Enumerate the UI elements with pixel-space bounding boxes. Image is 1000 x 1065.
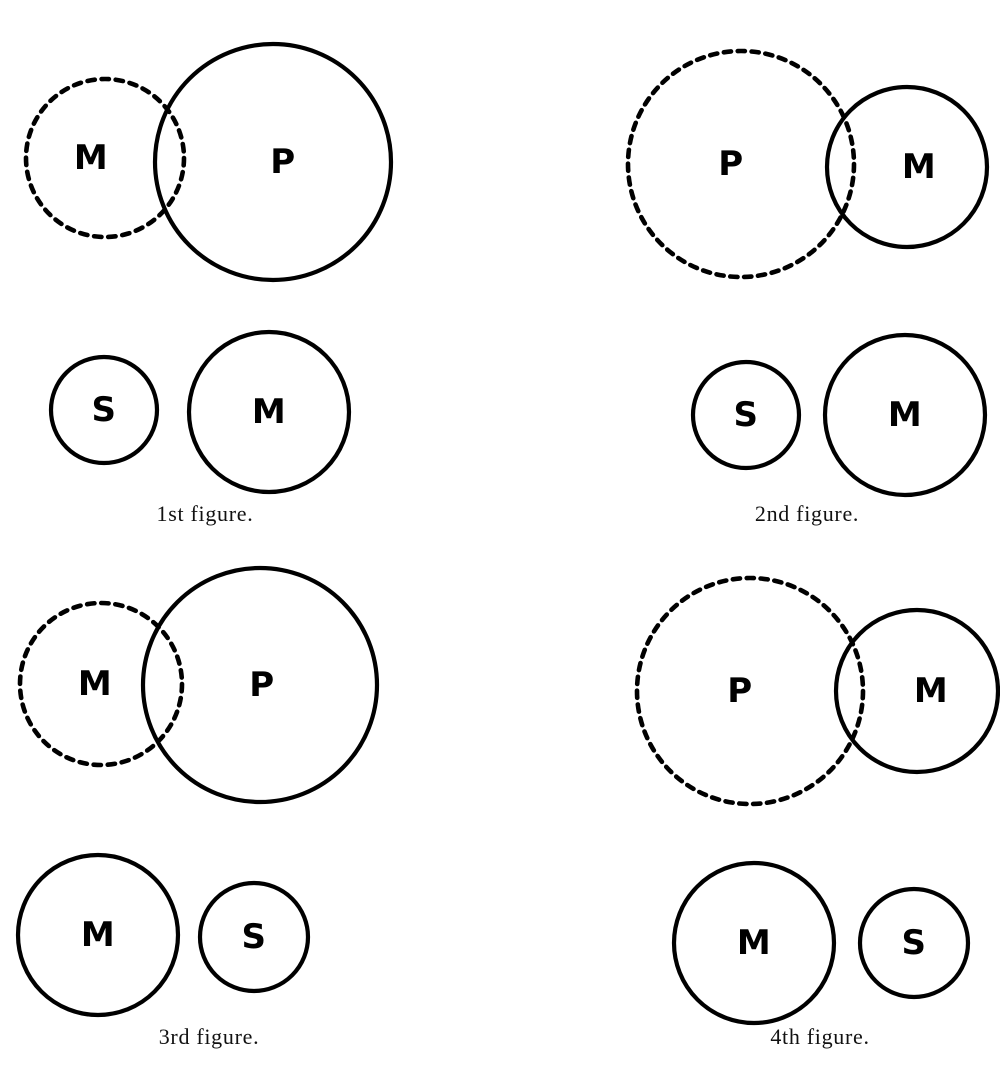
figure-3-caption: 3rd figure.: [158, 1024, 260, 1049]
figure-2-premise-label-middle-term: M: [902, 147, 936, 187]
figure-3-premise-label-middle-term: M: [78, 664, 112, 704]
figure-2-premise-row: P M: [625, 48, 990, 280]
figure-2-premise-circle-predicate[interactable]: [625, 48, 857, 280]
figure-4-conclusion-label-subject: S: [902, 923, 927, 963]
figure-1-premise-circle-predicate[interactable]: [152, 41, 394, 283]
figure-1-conclusion-circle-subject[interactable]: [48, 354, 160, 466]
figure-4-premise-row: P M: [634, 575, 1000, 807]
figure-2-premise-label-predicate: P: [718, 144, 743, 184]
figure-1-premise-row: M P: [23, 41, 394, 283]
figure-2-conclusion-label-middle-term: M: [888, 395, 922, 435]
figure-3-conclusion-circle-middle-term[interactable]: [15, 852, 181, 1018]
figure-4-premise-circle-predicate[interactable]: [634, 575, 866, 807]
figure-1-premise-label-predicate: P: [270, 142, 295, 182]
figure-4-group: P M M S: [634, 575, 1000, 1026]
figure-2-conclusion-circle-middle-term[interactable]: [822, 332, 988, 498]
figure-2-conclusion-row: S M: [690, 332, 988, 498]
figure-3-premise-row: M P: [17, 565, 380, 805]
figure-1-caption: 1st figure.: [156, 501, 254, 526]
figure-3-conclusion-circle-subject[interactable]: [197, 880, 311, 994]
figure-2-premise-circle-middle-term[interactable]: [824, 84, 990, 250]
figure-3-group: M P M S: [15, 565, 380, 1018]
figure-4-premise-label-predicate: P: [727, 671, 752, 711]
figure-4-conclusion-label-middle-term: M: [737, 923, 771, 963]
figure-2-conclusion-label-subject: S: [734, 395, 759, 435]
figure-3-conclusion-label-subject: S: [242, 917, 267, 957]
figure-1-premise-label-middle-term: M: [74, 138, 108, 178]
figure-3-conclusion-label-middle-term: M: [81, 915, 115, 955]
figure-3-premise-circle-middle-term[interactable]: [17, 600, 185, 768]
figure-4-premise-label-middle-term: M: [914, 671, 948, 711]
figure-4-premise-circle-middle-term[interactable]: [833, 607, 1000, 775]
figure-1-conclusion-label-subject: S: [92, 390, 117, 430]
figure-3-premise-circle-predicate[interactable]: [140, 565, 380, 805]
figure-4-conclusion-circle-middle-term[interactable]: [671, 860, 837, 1026]
figure-3-premise-label-predicate: P: [249, 665, 274, 705]
figure-1-conclusion-label-middle-term: M: [252, 392, 286, 432]
figure-1-conclusion-circle-middle-term[interactable]: [186, 329, 352, 495]
figure-1-conclusion-row: S M: [48, 329, 352, 495]
figure-3-conclusion-row: M S: [15, 852, 311, 1018]
figure-2-group: P M S M: [625, 48, 990, 498]
figure-4-caption: 4th figure.: [770, 1024, 870, 1049]
figure-1-group: M P S M: [23, 41, 394, 495]
figure-2-conclusion-circle-subject[interactable]: [690, 359, 802, 471]
figure-2-caption: 2nd figure.: [754, 501, 860, 526]
figure-1-premise-circle-middle-term[interactable]: [23, 76, 187, 240]
figure-4-conclusion-row: M S: [671, 860, 971, 1026]
figure-4-conclusion-circle-subject[interactable]: [857, 886, 971, 1000]
